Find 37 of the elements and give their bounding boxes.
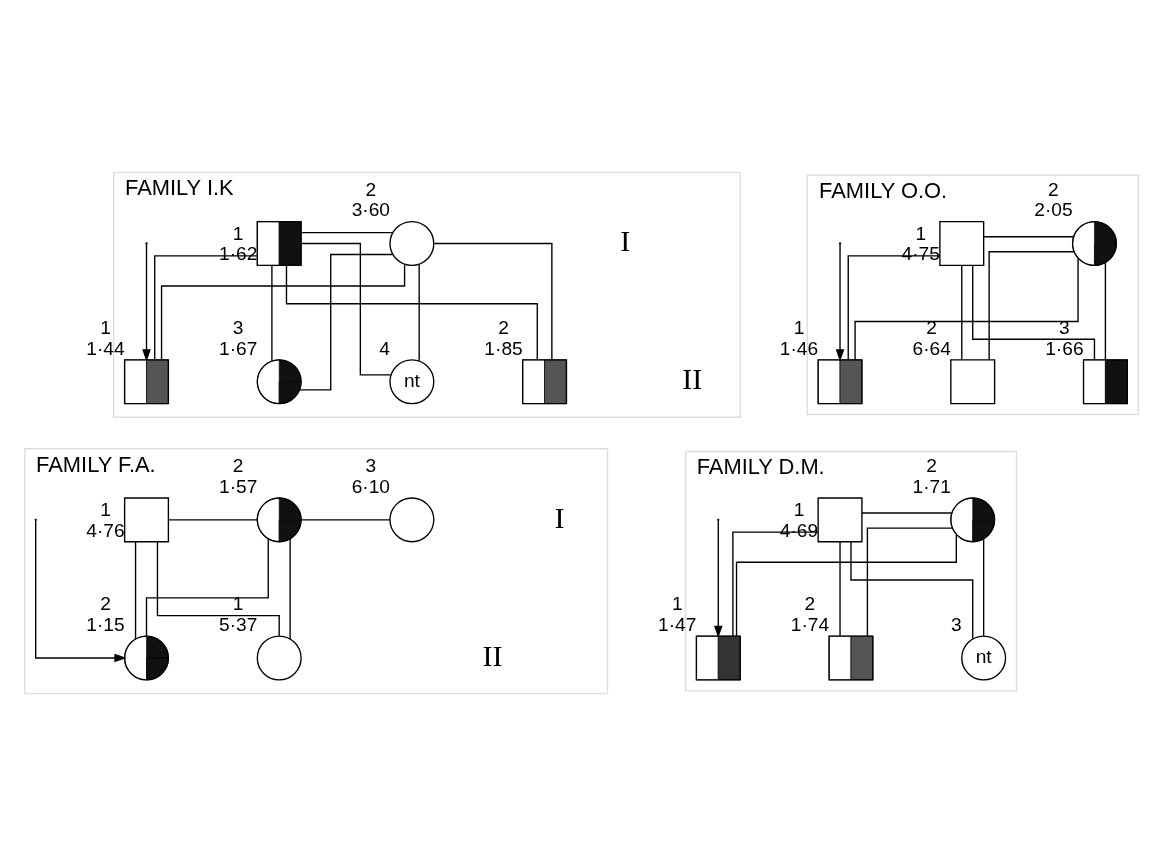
node-label: 3 xyxy=(950,613,962,635)
node-label: 1 xyxy=(915,222,927,244)
node-label: 1 xyxy=(100,316,111,338)
node-label: 1·66 xyxy=(1045,337,1084,359)
node-label: 2 xyxy=(498,316,509,338)
node-label: 1·47 xyxy=(658,613,697,635)
node-label: 1·85 xyxy=(484,337,523,359)
node-label: 3 xyxy=(232,316,244,338)
node-label: 6·10 xyxy=(351,475,390,497)
node-label: 2 xyxy=(100,592,111,614)
node-label: 3·60 xyxy=(351,198,390,220)
node-label: 6·64 xyxy=(912,337,951,359)
node-label: 5·37 xyxy=(219,613,258,635)
node-label: 3 xyxy=(365,454,377,476)
node-label: 1 xyxy=(671,592,683,614)
node-label: 1·15 xyxy=(86,613,125,635)
node-label: 2 xyxy=(804,592,816,614)
node-label: 1 xyxy=(793,498,805,520)
node-label: 2·05 xyxy=(1034,198,1073,220)
node-label: 1 xyxy=(793,316,805,338)
label: I xyxy=(554,500,565,535)
node-label: 2 xyxy=(232,454,244,476)
node-label: 1·57 xyxy=(219,475,258,497)
node-label: 4 xyxy=(379,337,390,359)
node-label: 4·76 xyxy=(86,519,125,541)
label: II xyxy=(482,638,503,673)
node-label: 1·74 xyxy=(790,613,830,635)
label: II xyxy=(682,361,703,396)
node-label: 2 xyxy=(926,454,938,476)
node-label: 1 xyxy=(232,592,244,614)
node-label: 1·71 xyxy=(912,475,951,497)
node-label: 2 xyxy=(1048,178,1059,200)
node-label: 1·67 xyxy=(219,337,258,359)
node-label: 1 xyxy=(100,498,111,520)
label: I xyxy=(620,223,631,258)
node-label: 1 xyxy=(232,222,244,244)
node-label: 2 xyxy=(365,178,377,200)
